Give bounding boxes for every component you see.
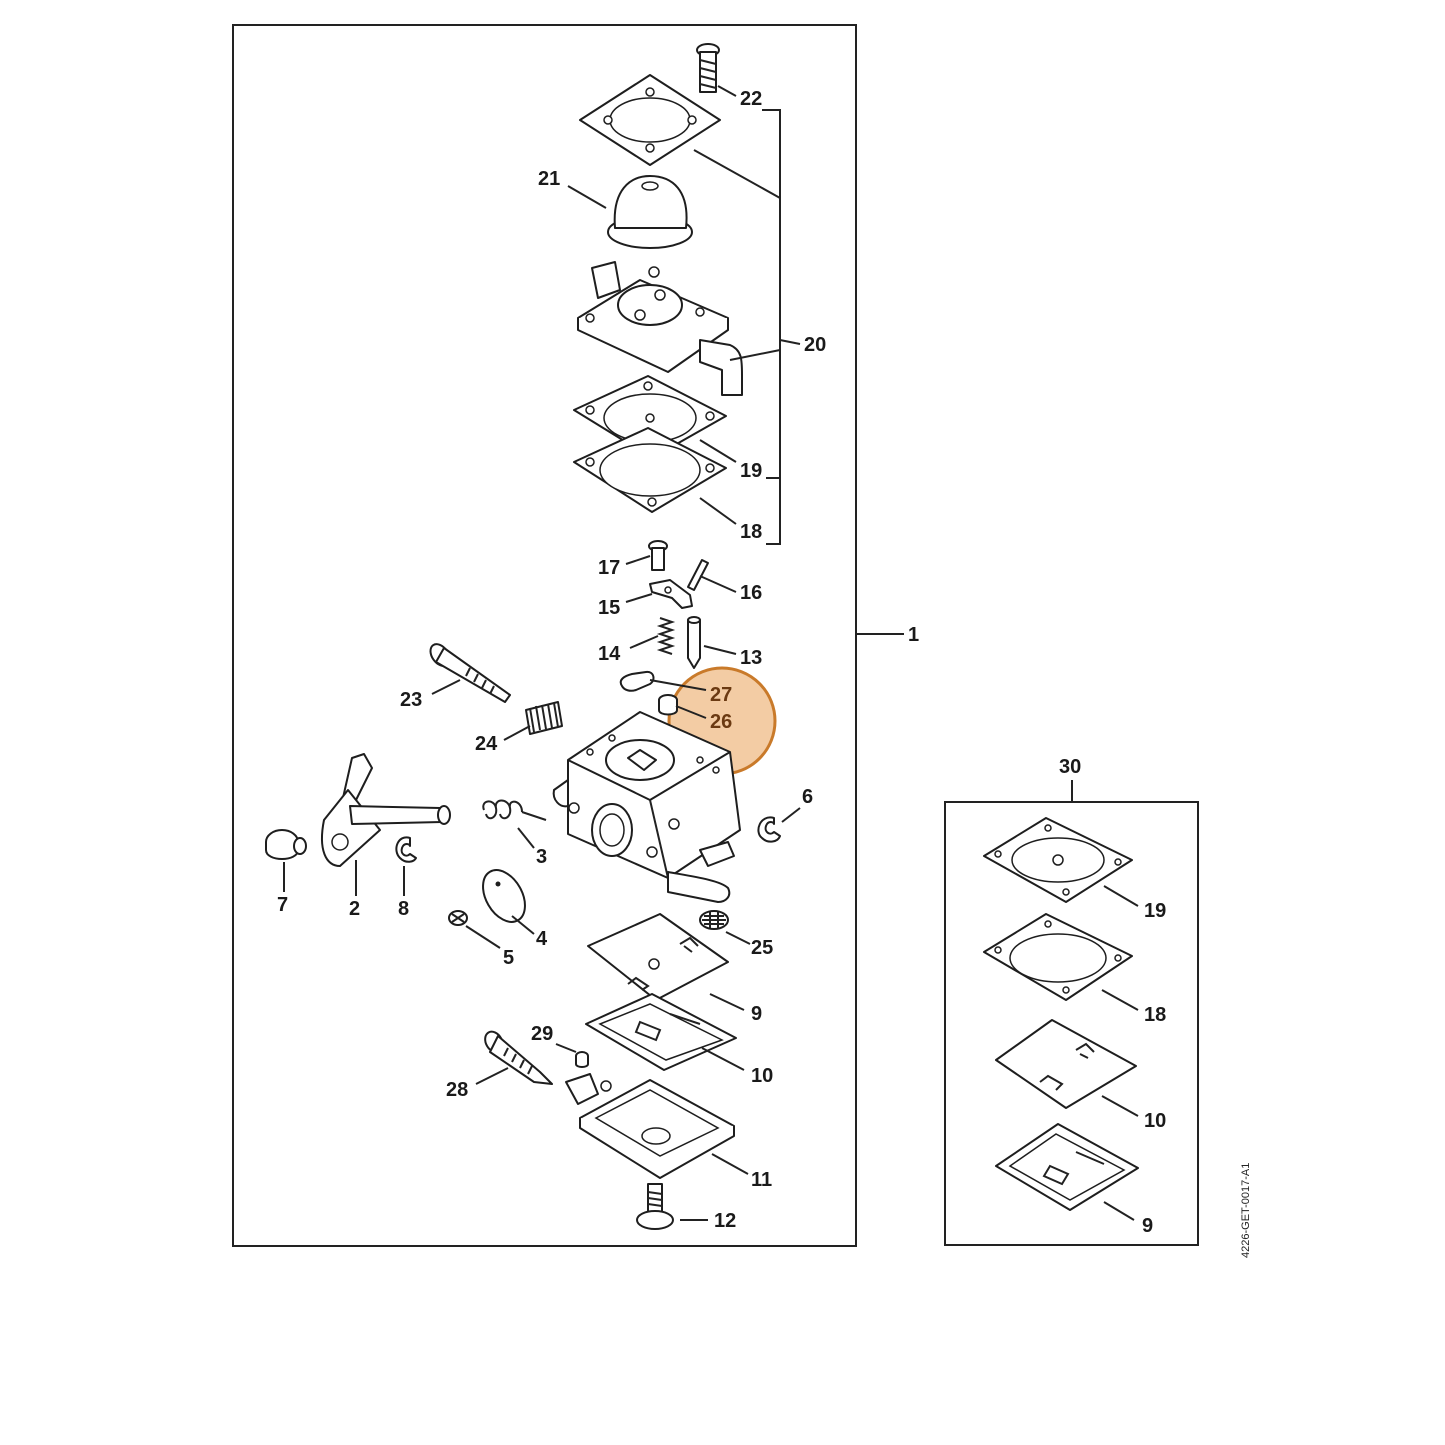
label-25[interactable]: 25: [751, 937, 773, 959]
part-21-primer-bulb[interactable]: [607, 175, 693, 249]
part-23-adjusting-screw[interactable]: [427, 641, 511, 703]
main-assembly-frame: [232, 24, 857, 1247]
label-5[interactable]: 5: [503, 947, 514, 969]
kit-part-9-diaphragm[interactable]: [995, 1123, 1139, 1211]
kit-part-19-diaphragm[interactable]: [983, 817, 1133, 903]
part-2-throttle-shaft[interactable]: [321, 753, 451, 867]
part-13-inlet-needle[interactable]: [687, 616, 701, 669]
part-7-bush[interactable]: [265, 829, 307, 860]
kit-label-19[interactable]: 19: [1144, 900, 1166, 922]
part-10-gasket[interactable]: [585, 993, 737, 1071]
kit-part-10-gasket[interactable]: [995, 1019, 1137, 1109]
part-18-gasket[interactable]: [573, 427, 727, 513]
label-28[interactable]: 28: [446, 1079, 468, 1101]
part-29-pin[interactable]: [575, 1051, 589, 1068]
label-12[interactable]: 12: [714, 1210, 736, 1232]
part-27-seal[interactable]: [619, 670, 655, 692]
carburetor-body[interactable]: [552, 711, 741, 903]
label-16[interactable]: 16: [740, 582, 762, 604]
part-19-diaphragm[interactable]: [573, 375, 727, 459]
part-20-top-gasket[interactable]: [579, 74, 721, 166]
label-3[interactable]: 3: [536, 846, 547, 868]
part-8-clip[interactable]: [395, 836, 417, 863]
part-28-screw[interactable]: [482, 1028, 553, 1085]
kit-label-9[interactable]: 9: [1142, 1215, 1153, 1237]
part-15-lever[interactable]: [649, 579, 693, 609]
part-12-screw[interactable]: [636, 1183, 674, 1230]
label-10[interactable]: 10: [751, 1065, 773, 1087]
label-14[interactable]: 14: [598, 643, 621, 665]
label-8[interactable]: 8: [398, 898, 409, 920]
part-14-spring[interactable]: [656, 617, 676, 655]
label-17[interactable]: 17: [598, 557, 620, 579]
part-20-pump-cover[interactable]: [577, 261, 743, 396]
part-16-pin[interactable]: [687, 559, 709, 591]
part-3-spring[interactable]: [482, 799, 547, 821]
label-4[interactable]: 4: [536, 928, 548, 950]
label-13[interactable]: 13: [740, 647, 762, 669]
label-11[interactable]: 11: [751, 1169, 772, 1191]
part-6-clip[interactable]: [757, 816, 781, 843]
part-11-end-cover[interactable]: [565, 1073, 735, 1179]
part-17-screw[interactable]: [648, 540, 668, 571]
label-24[interactable]: 24: [475, 733, 498, 755]
label-23[interactable]: 23: [400, 689, 422, 711]
label-20[interactable]: 20: [804, 334, 826, 356]
kit-label-10[interactable]: 10: [1144, 1110, 1166, 1132]
label-30[interactable]: 30: [1059, 756, 1081, 778]
label-7[interactable]: 7: [277, 894, 288, 916]
part-25-filter-screen[interactable]: [699, 910, 729, 930]
part-24-spring[interactable]: [525, 701, 563, 735]
label-22[interactable]: 22: [740, 88, 762, 110]
kit-part-18-gasket[interactable]: [983, 913, 1133, 1001]
label-29[interactable]: 29: [531, 1023, 553, 1045]
label-27[interactable]: 27: [710, 684, 732, 706]
label-19[interactable]: 19: [740, 460, 762, 482]
label-1[interactable]: 1: [908, 624, 919, 646]
label-15[interactable]: 15: [598, 597, 620, 619]
part-26-plug[interactable]: [658, 694, 678, 716]
label-9[interactable]: 9: [751, 1003, 762, 1025]
part-22-screw[interactable]: [696, 43, 720, 93]
label-18[interactable]: 18: [740, 521, 762, 543]
label-6[interactable]: 6: [802, 786, 813, 808]
part-5-screw[interactable]: [448, 910, 468, 926]
part-labels: 22 21 20 19 18 17 16 15 14 13 27 26 23 2…: [277, 88, 1166, 1237]
reference-code: 4226-GET-0017-A1: [1240, 1163, 1252, 1258]
kit-label-18[interactable]: 18: [1144, 1004, 1166, 1026]
leader-lines: [283, 85, 1139, 1221]
label-2[interactable]: 2: [349, 898, 360, 920]
part-9-diaphragm[interactable]: [587, 913, 729, 1001]
label-21[interactable]: 21: [538, 168, 560, 190]
label-26[interactable]: 26: [710, 711, 732, 733]
part-4-throttle-plate[interactable]: [474, 863, 533, 929]
